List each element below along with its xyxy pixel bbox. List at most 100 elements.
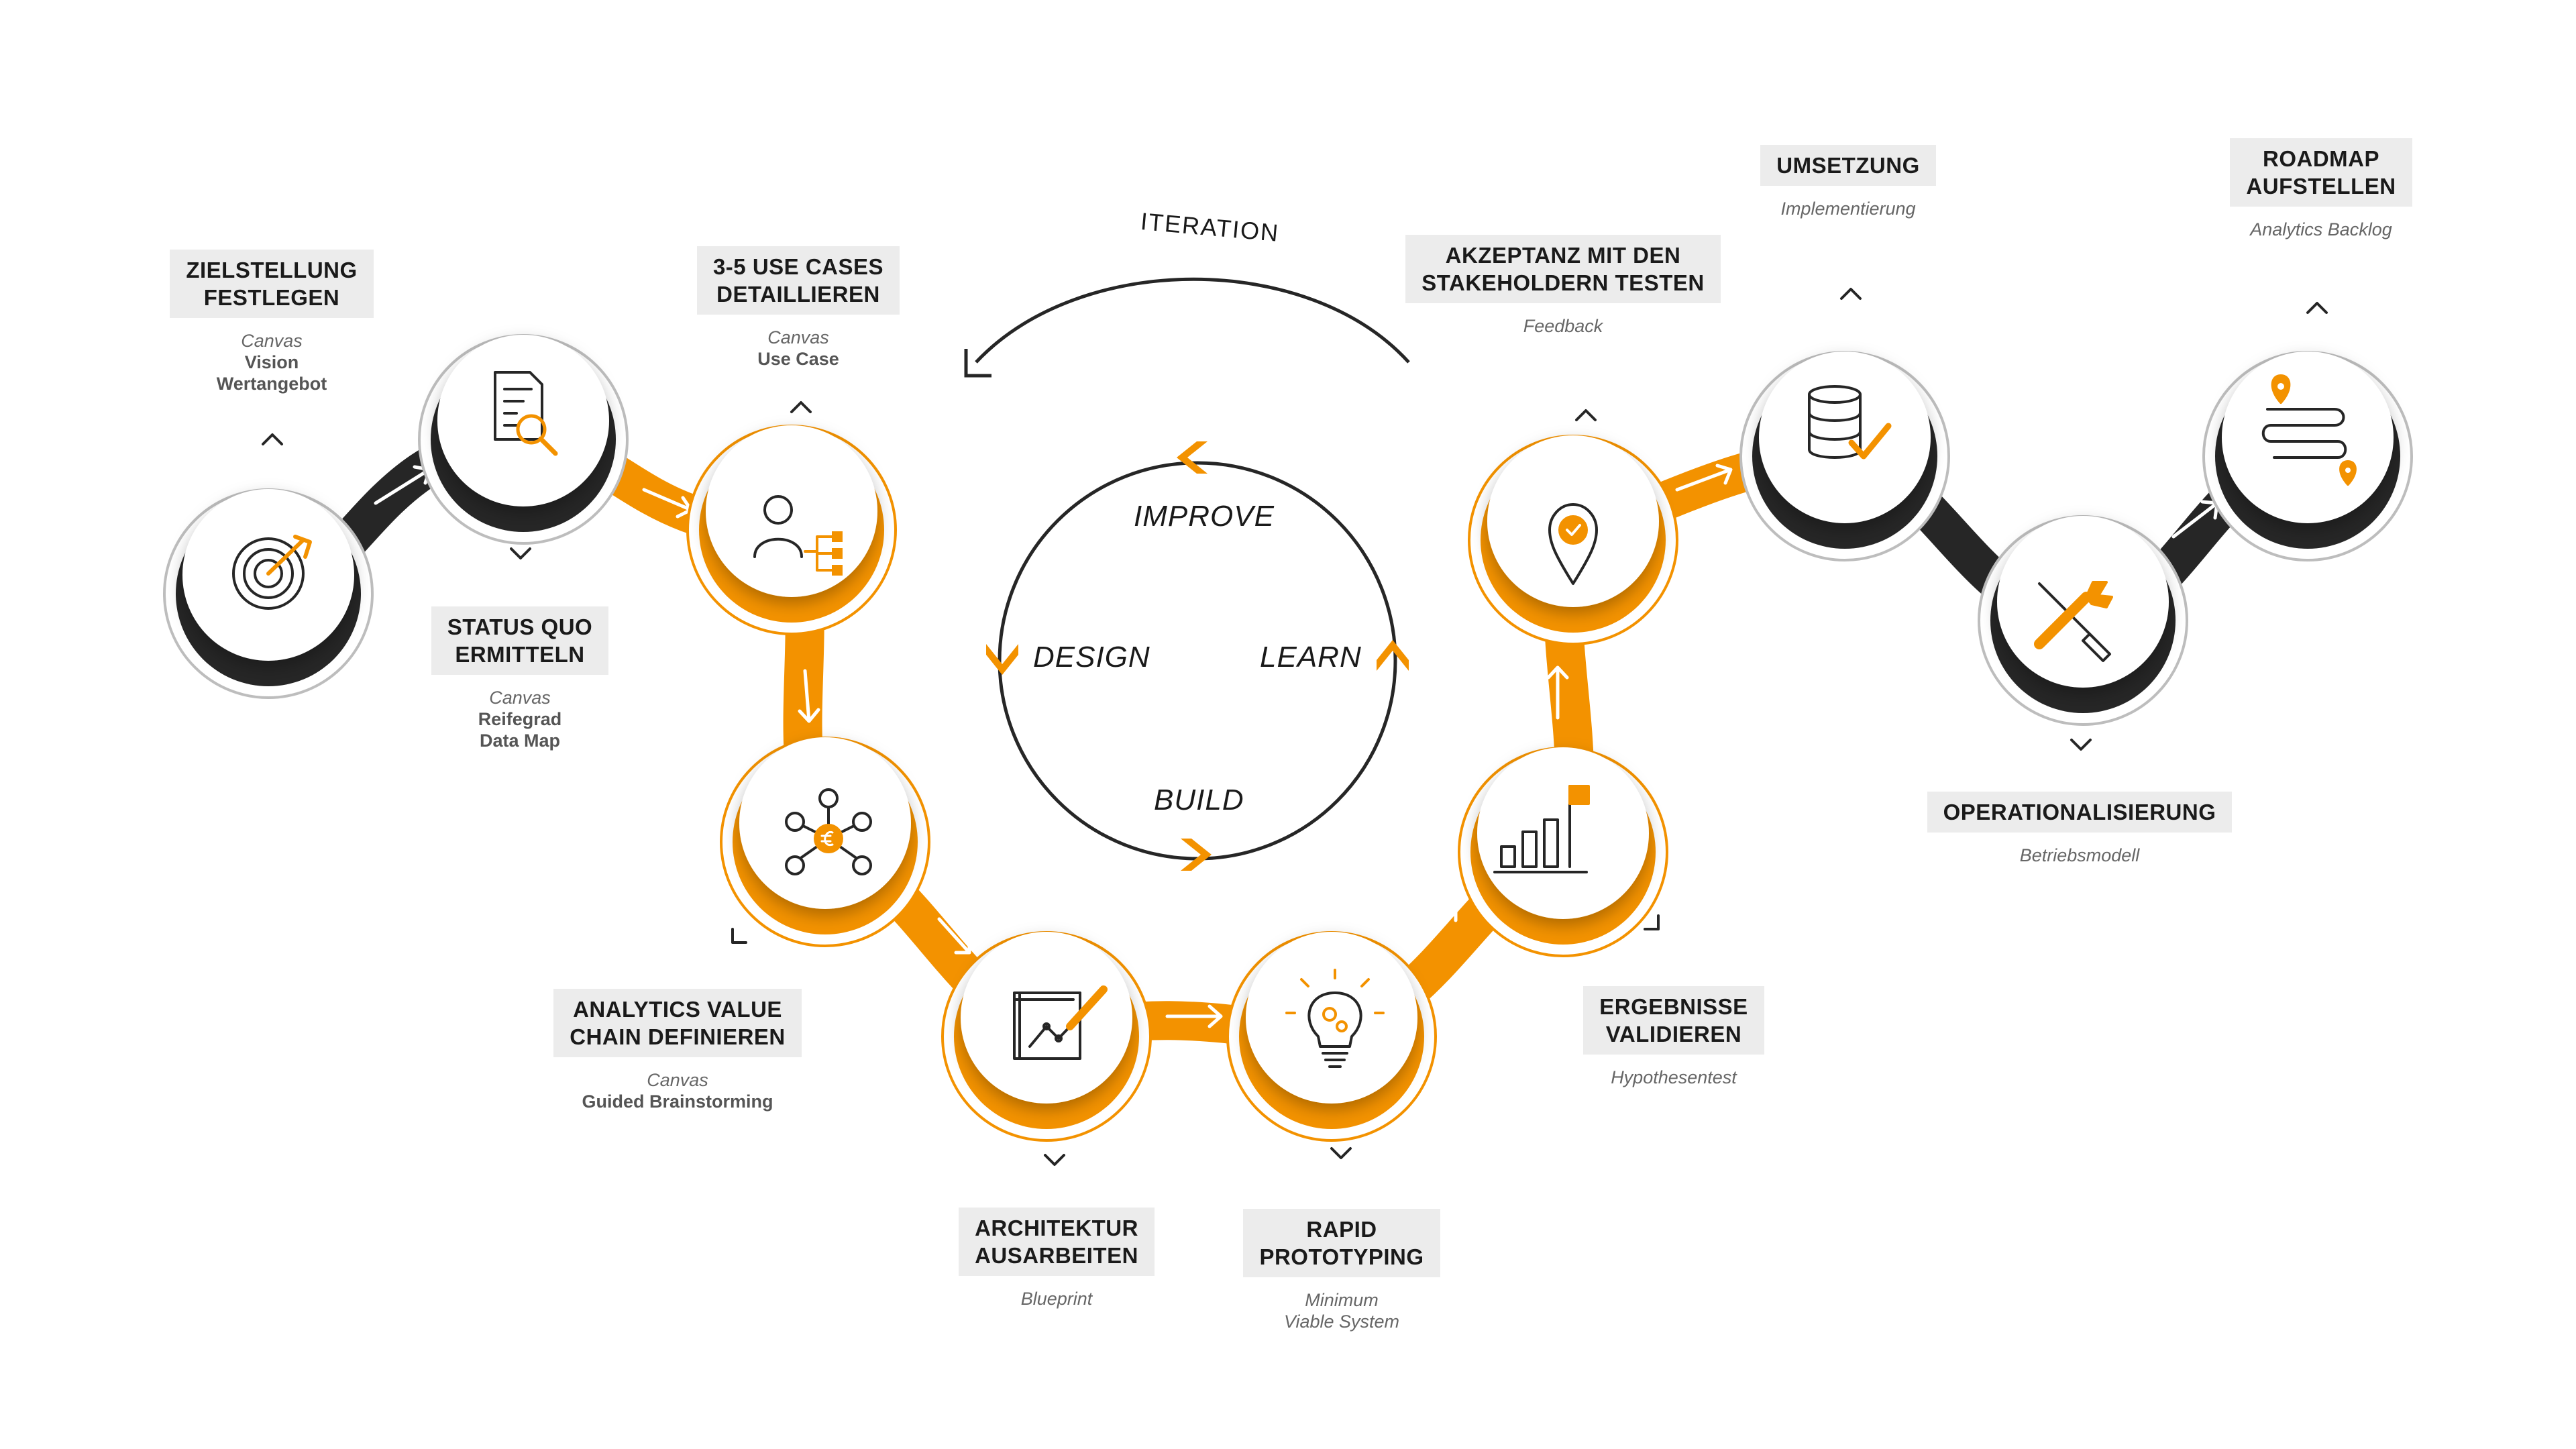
database-check-icon bbox=[1808, 385, 1892, 460]
corner-marker-icon bbox=[1644, 914, 1660, 930]
band-arrow-icon bbox=[937, 917, 971, 955]
step-title-line: STATUS QUO bbox=[447, 614, 593, 639]
step-title-line: AKZEPTANZ MIT DEN bbox=[1445, 243, 1681, 268]
step-subtitle-line: Canvas bbox=[241, 331, 303, 351]
chevron-up-icon bbox=[790, 401, 812, 413]
design-label: DESIGN bbox=[1033, 641, 1150, 674]
iteration-cycle bbox=[964, 277, 1410, 871]
user-hierarchy-icon bbox=[753, 495, 843, 576]
chevron-up-icon bbox=[1840, 288, 1862, 300]
step-title-line: RAPID bbox=[1306, 1217, 1377, 1242]
step-title-line: OPERATIONALISIERUNG bbox=[1943, 800, 2216, 824]
step-title-line: ANALYTICS VALUE bbox=[573, 997, 782, 1022]
euro-network-icon bbox=[785, 788, 872, 875]
band-arrow-icon bbox=[1546, 665, 1569, 720]
step-title-line: CHAIN DEFINIEREN bbox=[570, 1024, 786, 1049]
wrench-screwdriver-icon bbox=[2034, 581, 2113, 662]
step-subtitle: Implementierung bbox=[1780, 198, 1915, 219]
node-disk bbox=[739, 737, 911, 909]
step-node bbox=[2202, 351, 2413, 561]
step-title: ARCHITEKTUR AUSARBEITEN bbox=[959, 1208, 1155, 1276]
step-title-line: STAKEHOLDERN TESTEN bbox=[1421, 270, 1705, 295]
band-arrow-icon bbox=[1967, 515, 2004, 544]
step-label-ergebnisse: ERGEBNISSE VALIDIEREN Hypothesentest bbox=[1576, 986, 1771, 1088]
roadmap-path-icon bbox=[2261, 374, 2357, 486]
step-title: ERGEBNISSE VALIDIEREN bbox=[1583, 986, 1764, 1055]
step-subtitle-line: Use Case bbox=[757, 349, 839, 369]
step-subtitle: Feedback bbox=[1523, 315, 1603, 337]
step-title-line: 3-5 USE CASES bbox=[712, 254, 884, 279]
chevron-down-icon bbox=[1330, 1147, 1352, 1159]
learn-label: LEARN bbox=[1260, 641, 1362, 674]
step-subtitle-line: Canvas bbox=[767, 327, 829, 347]
chevron-up-icon bbox=[1575, 409, 1597, 421]
step-subtitle-line: Blueprint bbox=[1020, 1289, 1093, 1309]
step-subtitle-line: Data Map bbox=[479, 731, 560, 751]
step-subtitle: Hypothesentest bbox=[1611, 1067, 1737, 1088]
step-subtitle: Blueprint bbox=[1021, 1288, 1093, 1309]
step-subtitle-line: Vision bbox=[244, 352, 299, 372]
design-chevron-icon bbox=[986, 644, 1018, 675]
step-title-line: ERGEBNISSE bbox=[1599, 994, 1748, 1019]
step-node bbox=[1226, 931, 1437, 1142]
chevron-down-icon bbox=[510, 547, 531, 559]
step-icons bbox=[232, 371, 2357, 1068]
document-search-icon bbox=[494, 371, 558, 456]
label-pointers bbox=[262, 288, 2328, 1166]
band-arrow-icon bbox=[798, 669, 820, 723]
node-disk bbox=[961, 932, 1132, 1104]
step-title-line: AUSARBEITEN bbox=[975, 1243, 1138, 1268]
iteration-arc bbox=[975, 277, 1410, 364]
blueprint-pencil-icon bbox=[1013, 985, 1108, 1060]
chevron-down-icon bbox=[1044, 1154, 1065, 1166]
iteration-arc-arrowhead-icon bbox=[964, 349, 991, 378]
step-subtitle-line: Betriebsmodell bbox=[2019, 845, 2140, 865]
band-arrow-icon bbox=[1420, 904, 1458, 945]
step-nodes bbox=[163, 334, 2413, 1142]
node-disk bbox=[1759, 352, 1931, 523]
step-title-line: ARCHITEKTUR bbox=[975, 1216, 1138, 1240]
step-subtitle-line: Hypothesentest bbox=[1611, 1067, 1737, 1087]
step-node bbox=[163, 488, 374, 699]
step-title: OPERATIONALISIERUNG bbox=[1927, 792, 2233, 833]
step-node bbox=[1458, 747, 1668, 957]
step-subtitle-line: Guided Brainstorming bbox=[582, 1091, 773, 1112]
build-label: BUILD bbox=[1154, 784, 1244, 816]
step-subtitle: Analytics Backlog bbox=[2250, 219, 2392, 240]
step-title-line: UMSETZUNG bbox=[1776, 153, 1920, 178]
learn-chevron-icon bbox=[1377, 640, 1409, 671]
node-disk bbox=[2222, 352, 2394, 523]
target-icon bbox=[232, 535, 312, 610]
step-title-line: PROTOTYPING bbox=[1259, 1244, 1424, 1269]
chevron-up-icon bbox=[262, 433, 283, 445]
step-title-line: AUFSTELLEN bbox=[2246, 174, 2396, 199]
step-label-architektur: ARCHITEKTUR AUSARBEITEN Blueprint bbox=[959, 1208, 1155, 1309]
improve-chevron-icon bbox=[1177, 441, 1208, 474]
step-title-line: FESTLEGEN bbox=[203, 285, 340, 310]
step-node bbox=[720, 737, 930, 947]
step-node bbox=[941, 931, 1152, 1142]
step-title-line: VALIDIEREN bbox=[1605, 1022, 1742, 1046]
band-arrow-icon bbox=[1165, 1004, 1223, 1028]
chevron-up-icon bbox=[2306, 302, 2328, 314]
chevron-down-icon bbox=[2070, 739, 2092, 751]
step-subtitle-line: Analytics Backlog bbox=[2250, 219, 2392, 239]
step-subtitle-line: Wertangebot bbox=[216, 374, 327, 394]
step-subtitle-line: Canvas bbox=[489, 688, 551, 708]
